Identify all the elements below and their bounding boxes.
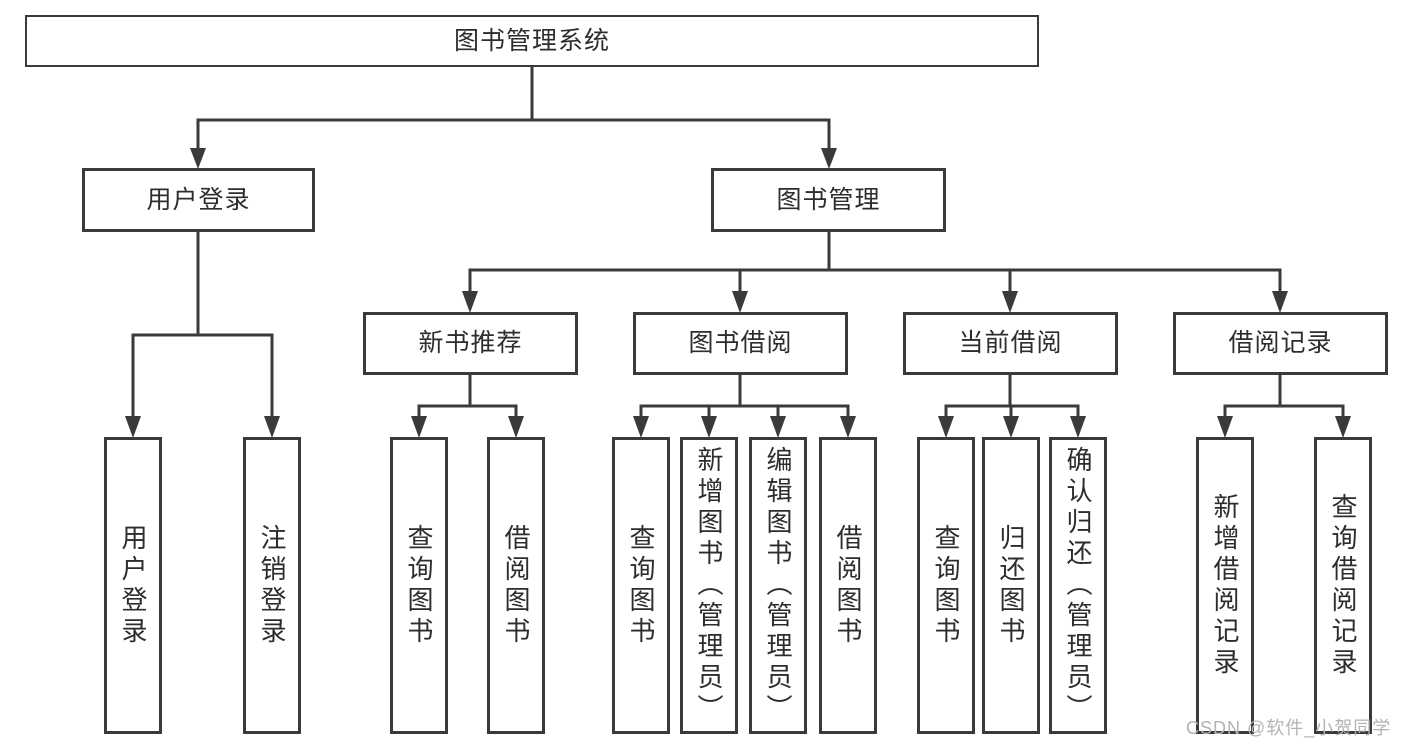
node-label: 查询借阅记录 — [1328, 492, 1358, 679]
leaf-borrow-books-borrowing: 借阅图书 — [819, 437, 877, 734]
node-label: 查询图书 — [404, 523, 434, 648]
leaf-query-borrow-record: 查询借阅记录 — [1314, 437, 1372, 734]
leaf-user-login: 用户登录 — [104, 437, 162, 734]
leaf-return-books: 归还图书 — [982, 437, 1040, 734]
node-label: 借阅图书 — [501, 523, 531, 648]
arrowhead — [190, 148, 206, 169]
leaf-add-borrow-record: 新增借阅记录 — [1196, 437, 1254, 734]
leaf-query-books-recommend: 查询图书 — [390, 437, 448, 734]
node-label: 新增借阅记录 — [1210, 492, 1240, 679]
node-label: 确认归还（管理员） — [1063, 446, 1093, 725]
node-library-management-system: 图书管理系统 — [25, 15, 1039, 67]
leaf-edit-books-admin: 编辑图书（管理员） — [749, 437, 807, 734]
arrowhead — [462, 291, 478, 313]
node-label: 查询图书 — [931, 523, 961, 648]
arrowhead — [1070, 416, 1086, 438]
leaf-query-books-borrowing: 查询图书 — [612, 437, 670, 734]
leaf-add-books-admin: 新增图书（管理员） — [680, 437, 738, 734]
arrowhead — [1003, 416, 1019, 438]
node-label: 图书管理 — [776, 185, 881, 214]
arrowhead — [508, 416, 524, 438]
node-book-borrowing: 图书借阅 — [633, 312, 848, 375]
arrowhead — [770, 416, 786, 438]
node-new-book-recommendation: 新书推荐 — [363, 312, 578, 375]
node-label: 图书借阅 — [688, 329, 793, 357]
arrowhead — [1335, 416, 1351, 438]
node-label: 新增图书（管理员） — [694, 446, 724, 725]
node-book-management: 图书管理 — [711, 168, 946, 232]
arrowhead — [821, 148, 837, 169]
node-label: 归还图书 — [996, 523, 1026, 648]
arrowhead — [701, 416, 717, 438]
arrowhead — [411, 416, 427, 438]
node-label: 用户登录 — [146, 185, 251, 214]
arrowhead — [633, 416, 649, 438]
node-label: 用户登录 — [118, 523, 148, 648]
arrowhead — [264, 416, 280, 438]
node-label: 新书推荐 — [418, 329, 523, 357]
node-label: 编辑图书（管理员） — [763, 446, 793, 725]
arrowhead — [1217, 416, 1233, 438]
node-label: 当前借阅 — [958, 329, 1063, 357]
leaf-query-books-current: 查询图书 — [917, 437, 975, 734]
arrowhead — [125, 416, 141, 438]
node-label: 借阅记录 — [1228, 329, 1333, 357]
node-label: 查询图书 — [626, 523, 656, 648]
node-user-login: 用户登录 — [82, 168, 315, 232]
arrowhead — [1002, 291, 1018, 313]
leaf-confirm-return-admin: 确认归还（管理员） — [1049, 437, 1107, 734]
leaf-logout: 注销登录 — [243, 437, 301, 734]
arrowhead — [1272, 291, 1288, 313]
arrowhead — [840, 416, 856, 438]
leaf-borrow-books-recommend: 借阅图书 — [487, 437, 545, 734]
node-borrowing-records: 借阅记录 — [1173, 312, 1388, 375]
watermark: CSDN @软件_小贺同学 — [1186, 718, 1392, 738]
node-label: 图书管理系统 — [453, 26, 610, 55]
arrowhead — [938, 416, 954, 438]
node-current-borrowing: 当前借阅 — [903, 312, 1118, 375]
node-label: 注销登录 — [257, 523, 287, 648]
node-label: 借阅图书 — [833, 523, 863, 648]
arrowhead — [732, 291, 748, 313]
